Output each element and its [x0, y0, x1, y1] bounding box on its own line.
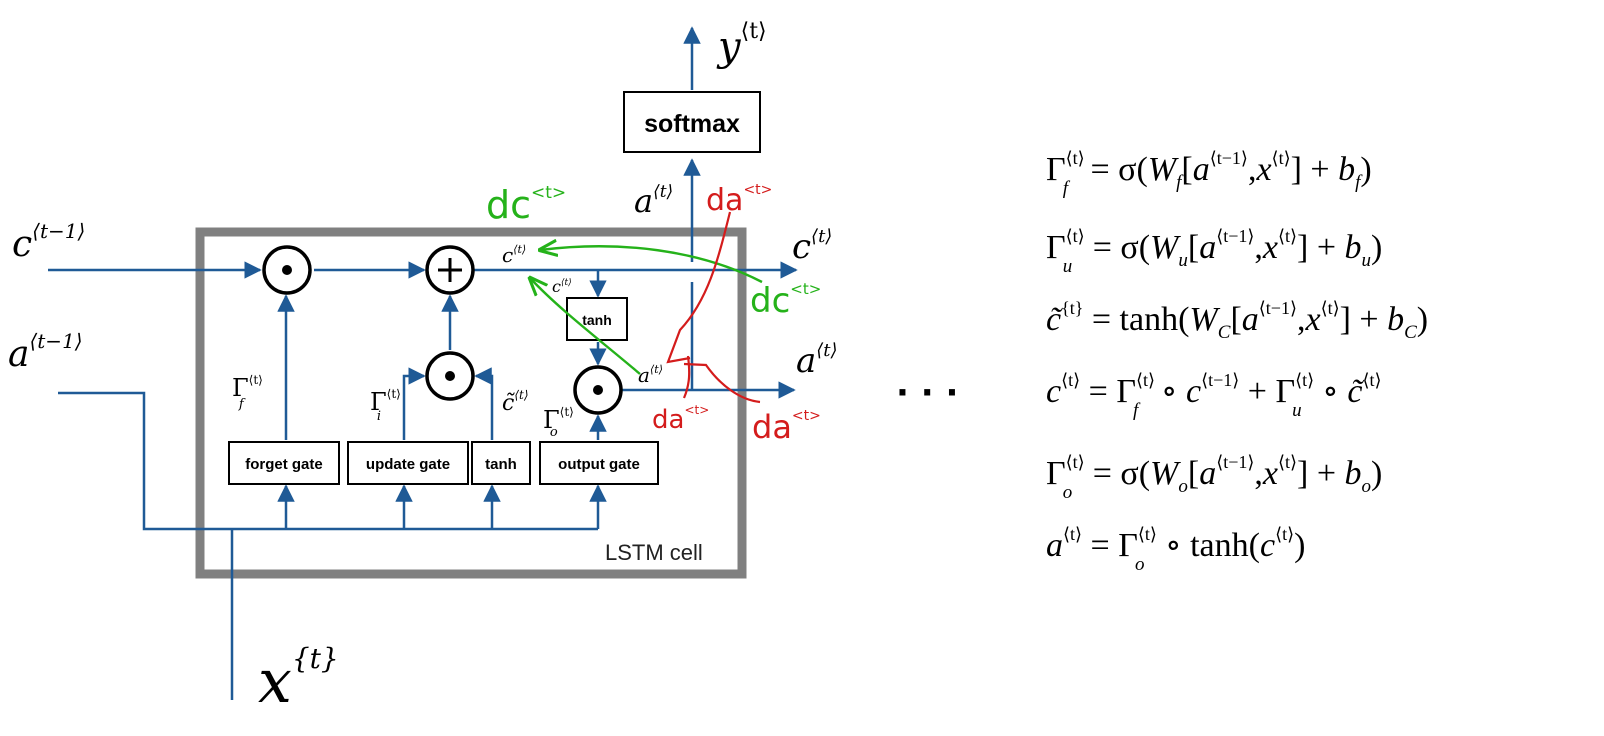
gamma-f-label: Γ⟨t⟩f: [232, 373, 263, 412]
equation-forget: Γ⟨t⟩f = σ(Wf[a⟨t−1⟩,x⟨t⟩] + bf): [1046, 148, 1372, 199]
c-inner-label: c⟨t⟩: [502, 243, 526, 267]
equation-cell: c⟨t⟩ = Γ⟨t⟩f ∘ c⟨t−1⟩ + Γ⟨t⟩u ∘ c̃⟨t⟩: [1046, 370, 1381, 421]
softmax-box: softmax: [623, 91, 761, 153]
x-input-label: x{t}: [258, 642, 339, 717]
ellipsis: · · ·: [896, 373, 958, 413]
y-output-label: y⟨t⟩: [716, 19, 767, 70]
lstm-cell-border: [195, 227, 747, 579]
inner-tanh-label: tanh: [582, 312, 612, 328]
equation-update: Γ⟨t⟩u = σ(Wu[a⟨t−1⟩,x⟨t⟩] + bu): [1046, 226, 1382, 277]
update-gate-box: update gate: [347, 441, 469, 485]
forget-gate-box: forget gate: [228, 441, 340, 485]
update-gate-label: update gate: [366, 456, 450, 473]
dc-top-annotation: dc<t>: [486, 183, 566, 227]
equation-activation: a⟨t⟩ = Γ⟨t⟩o ∘ tanh(c⟨t⟩): [1046, 524, 1305, 575]
a-up-label: a⟨t⟩: [634, 182, 673, 220]
lstm-cell-label: LSTM cell: [605, 540, 703, 565]
forget-multiply-op: [262, 245, 312, 295]
tanh-gate-out-line: [474, 367, 494, 440]
a-prev-label: a⟨t−1⟩: [8, 329, 83, 375]
update-gate-out-line: [402, 367, 426, 440]
c-prev-label: c⟨t−1⟩: [12, 219, 85, 265]
a-inner-label: a⟨t⟩: [638, 363, 663, 387]
inner-tanh-box: tanh: [566, 297, 628, 341]
da-mid-annotation: da<t>: [652, 403, 709, 435]
da-top-annotation: da<t>: [706, 182, 772, 218]
tanh-gate-box: tanh: [471, 441, 531, 485]
red-annotations: da<t> da<t> da<t>: [652, 182, 821, 446]
c-small-label: c⟨t⟩: [552, 277, 572, 296]
c-out-label: c⟨t⟩: [792, 226, 832, 267]
green-annotations: dc<t> dc<t>: [486, 183, 821, 375]
update-multiply-op: [425, 351, 475, 401]
output-gate-label: output gate: [558, 456, 640, 473]
equations-block: Γ⟨t⟩f = σ(Wf[a⟨t−1⟩,x⟨t⟩] + bf) Γ⟨t⟩u = …: [1046, 148, 1428, 575]
output-multiply-op: [573, 365, 623, 415]
a-prev-line: [58, 391, 598, 531]
cell-plus-op: [425, 245, 475, 295]
forget-gate-label: forget gate: [245, 456, 323, 473]
softmax-label: softmax: [644, 110, 740, 138]
a-out-label: a⟨t⟩: [796, 340, 838, 381]
gamma-i-label: Γ⟨t⟩i: [370, 387, 401, 424]
output-gate-box: output gate: [539, 441, 659, 485]
dc-right-annotation: dc<t>: [750, 280, 821, 321]
ctilde-label: c̃⟨t⟩: [502, 388, 529, 416]
da-right-annotation: da<t>: [752, 408, 821, 446]
gamma-o-label: Γ⟨t⟩o: [543, 405, 574, 440]
equation-candidate: c̃{t} = tanh(WC[a⟨t−1⟩,x⟨t⟩] + bC): [1046, 298, 1428, 343]
tanh-gate-label: tanh: [485, 456, 517, 473]
equation-output: Γ⟨t⟩o = σ(Wo[a⟨t−1⟩,x⟨t⟩] + bo): [1046, 452, 1382, 503]
